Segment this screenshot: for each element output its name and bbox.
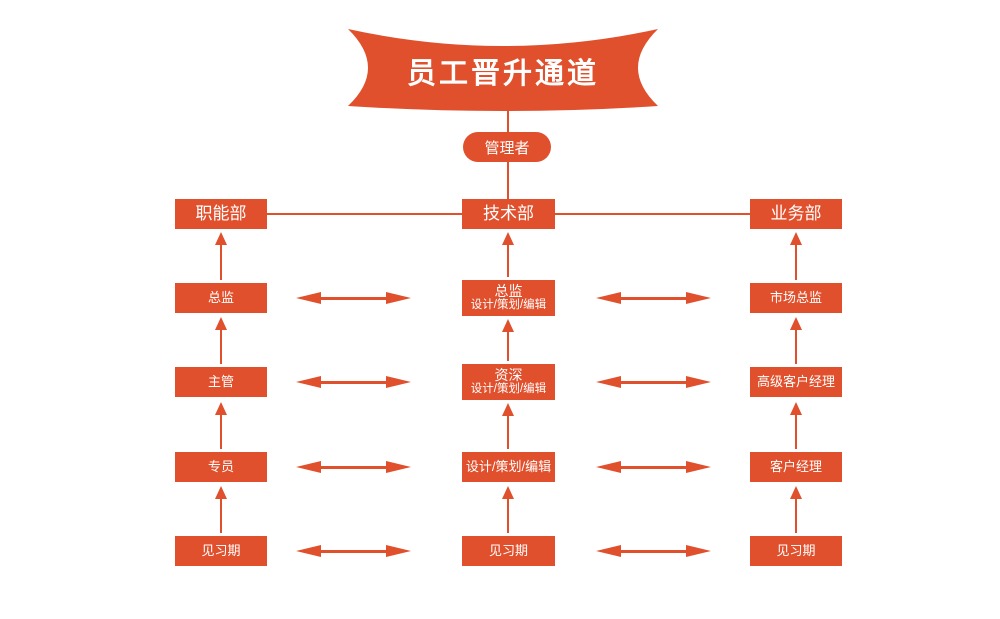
promotion-arrow-up: [214, 402, 228, 449]
department-box-technical: 技术部: [462, 199, 555, 229]
connector-department-left: [267, 213, 462, 215]
level-box-business-manager: 客户经理: [750, 452, 842, 482]
level-box-business-trainee: 见习期: [750, 536, 842, 566]
promotion-arrow-up: [214, 486, 228, 533]
level-box-technical-trainee: 见习期: [462, 536, 555, 566]
mobility-arrow-horizontal: [596, 375, 711, 389]
level-box-business-senior-manager: 高级客户经理: [750, 367, 842, 397]
promotion-arrow-up: [789, 486, 803, 533]
mobility-arrow-horizontal: [296, 460, 411, 474]
promotion-arrow-up: [501, 232, 515, 277]
promotion-arrow-up: [789, 317, 803, 364]
level-box-business-director: 市场总监: [750, 283, 842, 313]
level-box-functional-trainee: 见习期: [175, 536, 267, 566]
connector-department-right: [555, 213, 750, 215]
mobility-arrow-horizontal: [296, 291, 411, 305]
level-box-functional-supervisor: 主管: [175, 367, 267, 397]
promotion-arrow-up: [501, 319, 515, 361]
level-sublabel: 设计/策划/编辑: [470, 383, 547, 396]
mobility-arrow-horizontal: [296, 544, 411, 558]
level-sublabel: 设计/策划/编辑: [470, 299, 547, 312]
level-label: 资深: [494, 367, 523, 384]
department-box-functional: 职能部: [175, 199, 267, 229]
level-label: 总监: [494, 283, 523, 300]
level-box-technical-staff: 设计/策划/编辑: [462, 452, 555, 482]
level-box-functional-director: 总监: [175, 283, 267, 313]
level-box-functional-specialist: 专员: [175, 452, 267, 482]
promotion-arrow-up: [501, 403, 515, 449]
ribbon-shape: [348, 29, 658, 111]
page-title: 员工晋升通道: [406, 58, 599, 90]
mobility-arrow-horizontal: [596, 544, 711, 558]
promotion-arrow-up: [501, 486, 515, 533]
title-ribbon: 员工晋升通道: [348, 26, 658, 112]
level-box-technical-director: 总监 设计/策划/编辑: [462, 280, 555, 316]
mobility-arrow-horizontal: [596, 291, 711, 305]
promotion-arrow-up: [789, 402, 803, 449]
mobility-arrow-horizontal: [296, 375, 411, 389]
promotion-arrow-up: [789, 232, 803, 280]
mobility-arrow-horizontal: [596, 460, 711, 474]
promotion-arrow-up: [214, 232, 228, 280]
level-box-technical-senior: 资深 设计/策划/编辑: [462, 364, 555, 400]
promotion-arrow-up: [214, 317, 228, 364]
manager-node: 管理者: [463, 132, 551, 162]
department-box-business: 业务部: [750, 199, 842, 229]
